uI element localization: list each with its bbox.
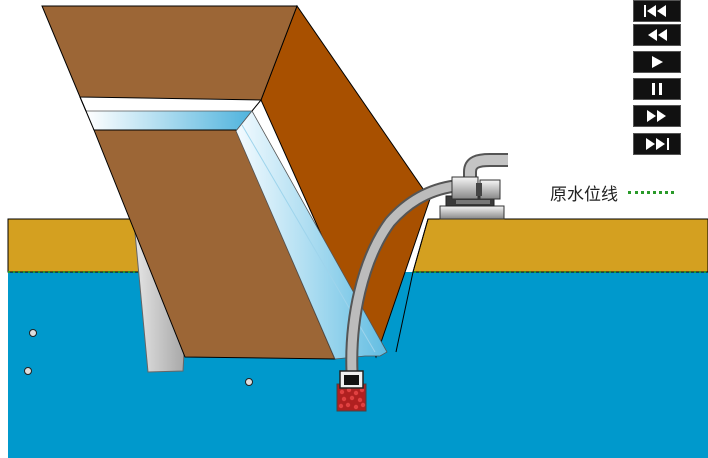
water-pump [439, 176, 505, 220]
play-button[interactable] [633, 51, 681, 73]
fast-forward-icon [647, 110, 666, 122]
fast-forward-button[interactable] [633, 105, 681, 127]
water-bubble [24, 367, 32, 375]
water-bubble [245, 378, 253, 386]
water-bubble [29, 329, 37, 337]
legend-label: 原水位线 [550, 184, 618, 205]
submersible-pump [336, 370, 367, 412]
skip-to-end-button[interactable] [633, 133, 681, 155]
skip-to-end-icon [646, 138, 669, 150]
skip-to-start-icon [644, 5, 666, 17]
soil-top-face [41, 5, 298, 101]
skip-to-start-button[interactable] [633, 0, 681, 22]
pause-icon [652, 83, 662, 95]
ground-right [412, 218, 708, 273]
drainage-channel-top [85, 110, 253, 132]
legend-dotted-line [628, 190, 674, 194]
pause-button[interactable] [633, 78, 681, 100]
play-icon [652, 56, 663, 68]
rewind-icon [648, 29, 667, 41]
pit-wall-right [395, 218, 429, 353]
rewind-button[interactable] [633, 24, 681, 46]
ground-left [7, 218, 142, 273]
water-level-legend: 原水位线 [550, 181, 674, 205]
